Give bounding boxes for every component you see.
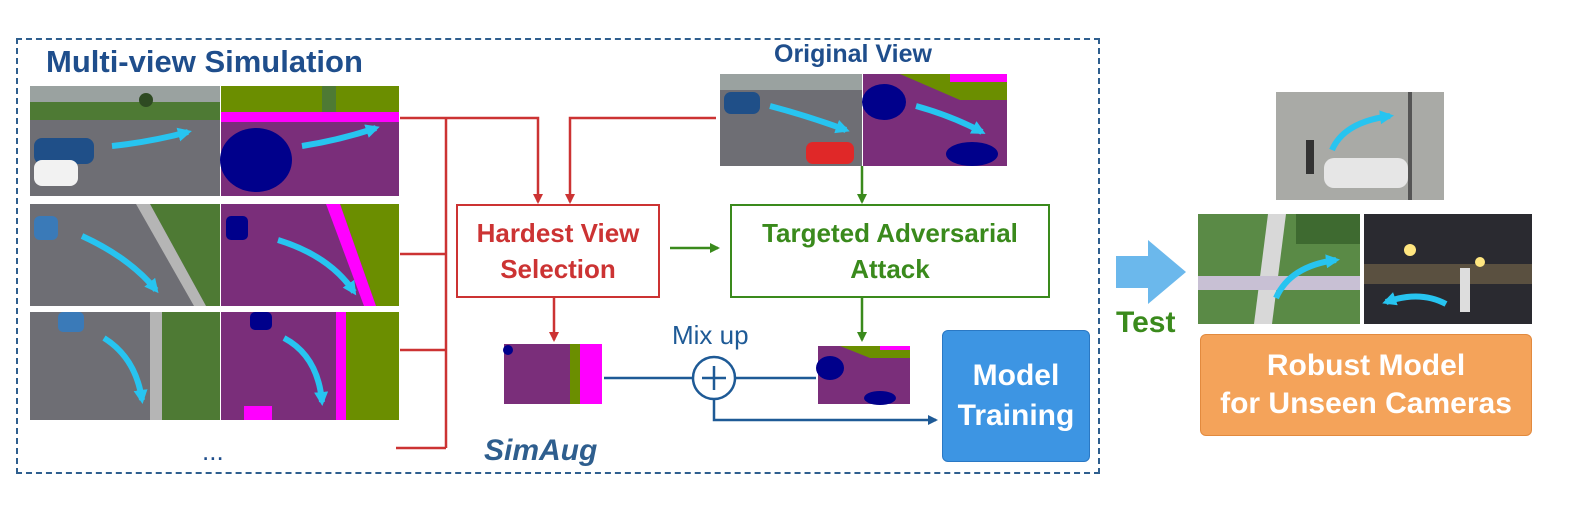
robust-model-line1: Robust Model <box>1266 349 1466 382</box>
hardest-view-label-line2: Selection <box>500 254 616 284</box>
simaug-label: SimAug <box>484 434 598 467</box>
original-view-seg <box>862 74 1007 166</box>
unseen-camera-right <box>1364 214 1532 324</box>
attack-label-line2: Attack <box>850 254 930 284</box>
sim-to-hardest-connectors <box>396 116 716 450</box>
multi-view-simulation-title: Multi-view Simulation <box>46 44 363 79</box>
sim-view-2-seg <box>221 204 399 306</box>
unseen-camera-top <box>1276 92 1444 200</box>
model-training-line1: Model <box>972 359 1060 392</box>
sim-view-3-seg <box>221 312 399 420</box>
hardest-view-selection-box: Hardest View Selection <box>456 204 660 298</box>
sim-view-1-seg <box>220 86 399 196</box>
adversarial-view-thumbnail <box>816 346 910 405</box>
circle-plus-icon <box>691 355 737 401</box>
big-right-arrow-icon <box>1116 240 1186 304</box>
robust-model-box: Robust Model for Unseen Cameras <box>1200 334 1532 436</box>
original-view-rgb <box>720 74 862 166</box>
attack-connectors <box>670 166 867 342</box>
more-views-ellipsis: ... <box>202 436 224 466</box>
unseen-camera-left <box>1198 214 1360 324</box>
attack-label-line1: Targeted Adversarial <box>762 218 1018 248</box>
sim-view-1-rgb <box>30 86 220 196</box>
simaug-dashed-frame <box>16 38 1100 474</box>
model-training-line2: Training <box>957 399 1075 432</box>
sim-view-3-rgb <box>30 312 220 420</box>
original-view-title: Original View <box>774 40 932 68</box>
robust-model-line2: for Unseen Cameras <box>1220 387 1512 420</box>
hardest-view-thumbnail <box>503 344 602 404</box>
model-training-box: Model Training <box>942 330 1090 462</box>
hardest-view-label-line1: Hardest View <box>476 218 640 248</box>
mixup-connectors <box>604 376 938 425</box>
sim-view-2-rgb <box>30 204 220 306</box>
targeted-adversarial-attack-box: Targeted Adversarial Attack <box>730 204 1050 298</box>
mix-up-label: Mix up <box>672 320 749 350</box>
test-label: Test <box>1116 306 1176 339</box>
